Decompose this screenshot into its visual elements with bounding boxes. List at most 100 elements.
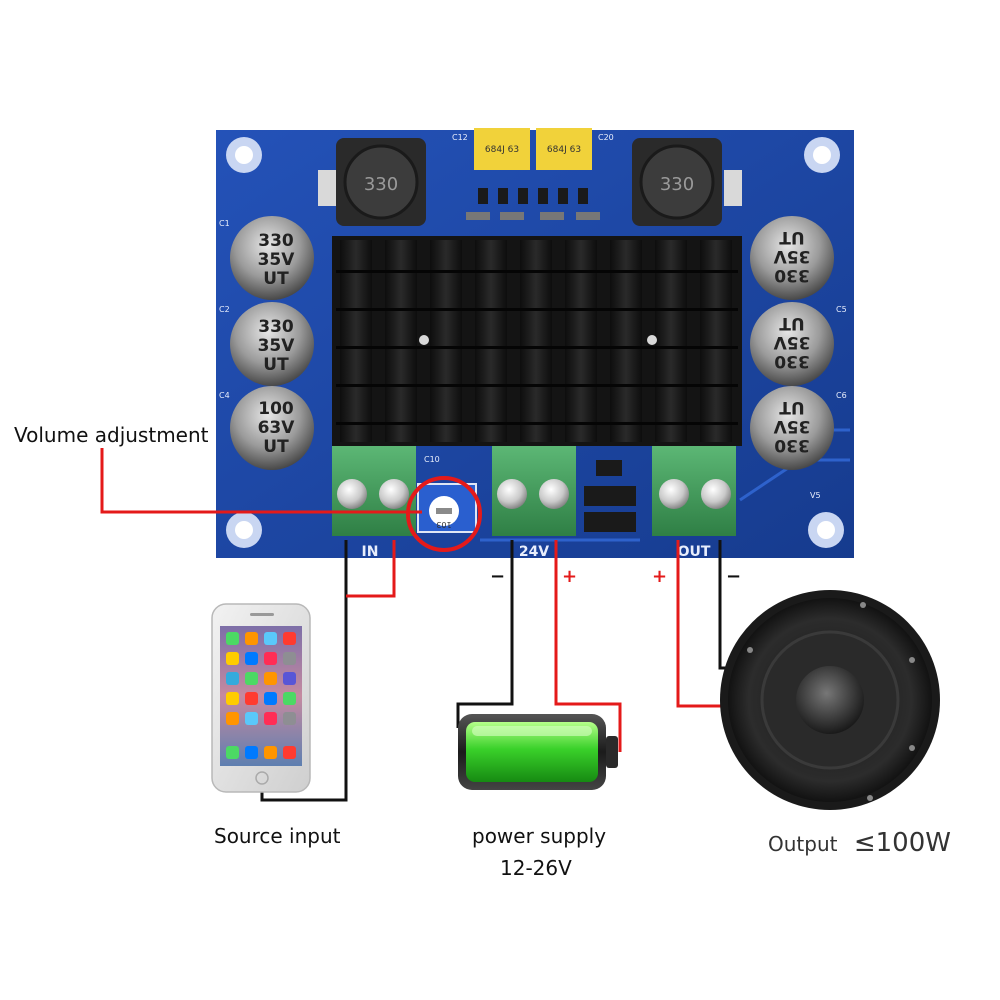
dock-icon bbox=[226, 746, 239, 759]
speaker-illustration bbox=[720, 590, 940, 810]
screw[interactable] bbox=[659, 479, 689, 509]
polarity-marks: − + + − bbox=[490, 566, 741, 587]
volume-adjustment-label: Volume adjustment bbox=[14, 423, 209, 447]
app-icon bbox=[264, 692, 277, 705]
heatsink-groove bbox=[336, 384, 738, 387]
volume-pointer-line bbox=[100, 448, 422, 514]
svg-text:100: 100 bbox=[258, 399, 294, 419]
capacitor-left-2: 330 35V UT bbox=[230, 302, 314, 386]
app-icon bbox=[226, 672, 239, 685]
screw bbox=[647, 335, 657, 345]
output-label: Output ≤100W bbox=[768, 828, 951, 858]
app-icon bbox=[283, 692, 296, 705]
svg-text:UT: UT bbox=[779, 313, 805, 333]
app-icon bbox=[264, 712, 277, 725]
svg-text:C12: C12 bbox=[452, 133, 468, 142]
app-icon bbox=[226, 652, 239, 665]
home-button bbox=[255, 771, 269, 785]
out-minus-sign: − bbox=[726, 566, 741, 587]
svg-text:C20: C20 bbox=[598, 133, 614, 142]
svg-text:C6: C6 bbox=[836, 391, 847, 400]
app-icon bbox=[283, 712, 296, 725]
terminal-in[interactable] bbox=[332, 446, 416, 536]
app-icon bbox=[226, 712, 239, 725]
pad bbox=[318, 170, 336, 206]
phone-illustration bbox=[211, 603, 311, 793]
app-icon bbox=[264, 672, 277, 685]
pot-value: 103 bbox=[436, 520, 451, 529]
output-word: Output bbox=[768, 832, 838, 856]
app-icon-grid bbox=[226, 632, 296, 759]
app-icon bbox=[245, 692, 258, 705]
svg-text:C4: C4 bbox=[219, 391, 230, 400]
inductor-left: 330 bbox=[336, 138, 426, 226]
svg-text:35V: 35V bbox=[773, 416, 811, 436]
svg-text:C2: C2 bbox=[219, 305, 230, 314]
heatsink-groove bbox=[336, 422, 738, 425]
terminal-labels: IN 24V OUT bbox=[362, 544, 711, 560]
svg-text:330: 330 bbox=[258, 231, 294, 251]
svg-text:330: 330 bbox=[774, 351, 810, 371]
app-icon bbox=[283, 652, 296, 665]
inductor-right-label: 330 bbox=[660, 174, 694, 195]
component-ids: C12 C20 C1 C2 C4 C5 C6 C10 V5 bbox=[219, 133, 847, 500]
capacitor-right-3: 330 35V UT bbox=[750, 386, 834, 470]
heatsink-groove bbox=[336, 346, 738, 349]
terminal-power[interactable] bbox=[492, 446, 576, 536]
output-power-value: ≤100W bbox=[853, 828, 951, 858]
app-icon bbox=[226, 632, 239, 645]
app-icon bbox=[283, 672, 296, 685]
heatsink-fin bbox=[520, 240, 552, 442]
svg-text:UT: UT bbox=[779, 397, 805, 417]
svg-text:C1: C1 bbox=[219, 219, 230, 228]
svg-text:UT: UT bbox=[263, 437, 289, 457]
terminal-out[interactable] bbox=[652, 446, 736, 536]
out-label: OUT bbox=[678, 544, 711, 560]
app-icon bbox=[245, 632, 258, 645]
heatsink-fin bbox=[655, 240, 687, 442]
svg-text:35V: 35V bbox=[258, 250, 296, 270]
power-label: 24V bbox=[519, 544, 549, 560]
dock-icon bbox=[283, 746, 296, 759]
svg-text:330: 330 bbox=[774, 265, 810, 285]
screw[interactable] bbox=[539, 479, 569, 509]
svg-text:330: 330 bbox=[258, 317, 294, 337]
heatsink-fin bbox=[340, 240, 372, 442]
power-plus-sign: + bbox=[562, 566, 577, 587]
screw bbox=[419, 335, 429, 345]
film-cap-right-label: 684J 63 bbox=[547, 145, 581, 155]
source-wire-black bbox=[260, 540, 348, 802]
app-icon bbox=[245, 672, 258, 685]
capacitor-right-1: 330 35V UT bbox=[750, 216, 834, 300]
screw[interactable] bbox=[701, 479, 731, 509]
smd-components bbox=[466, 188, 600, 220]
app-icon bbox=[264, 632, 277, 645]
screw[interactable] bbox=[379, 479, 409, 509]
inductor-right: 330 bbox=[632, 138, 722, 226]
svg-text:UT: UT bbox=[263, 355, 289, 375]
power-minus-sign: − bbox=[490, 566, 505, 587]
screw[interactable] bbox=[337, 479, 367, 509]
dock-icon bbox=[245, 746, 258, 759]
film-capacitor-left: 684J 63 bbox=[474, 128, 530, 170]
capacitor-left-3: 100 63V UT bbox=[230, 386, 314, 470]
heatsink-groove bbox=[336, 270, 738, 273]
screw[interactable] bbox=[497, 479, 527, 509]
svg-text:330: 330 bbox=[774, 435, 810, 455]
pad bbox=[724, 170, 742, 206]
heatsink-fin bbox=[565, 240, 597, 442]
svg-text:UT: UT bbox=[779, 227, 805, 247]
svg-text:63V: 63V bbox=[258, 418, 296, 438]
app-icon bbox=[283, 632, 296, 645]
svg-text:35V: 35V bbox=[773, 246, 811, 266]
svg-text:V5: V5 bbox=[810, 491, 821, 500]
volume-highlight-circle bbox=[406, 476, 482, 552]
amplifier-board: 330 330 684J 63 684J 63 bbox=[216, 128, 854, 560]
volume-potentiometer[interactable]: 103 bbox=[417, 483, 477, 533]
power-wire-red bbox=[554, 540, 622, 752]
heatsink-fin bbox=[475, 240, 507, 442]
film-capacitor-right: 684J 63 bbox=[536, 128, 592, 170]
inductor-left-label: 330 bbox=[364, 174, 398, 195]
power-wire-black bbox=[456, 540, 514, 728]
